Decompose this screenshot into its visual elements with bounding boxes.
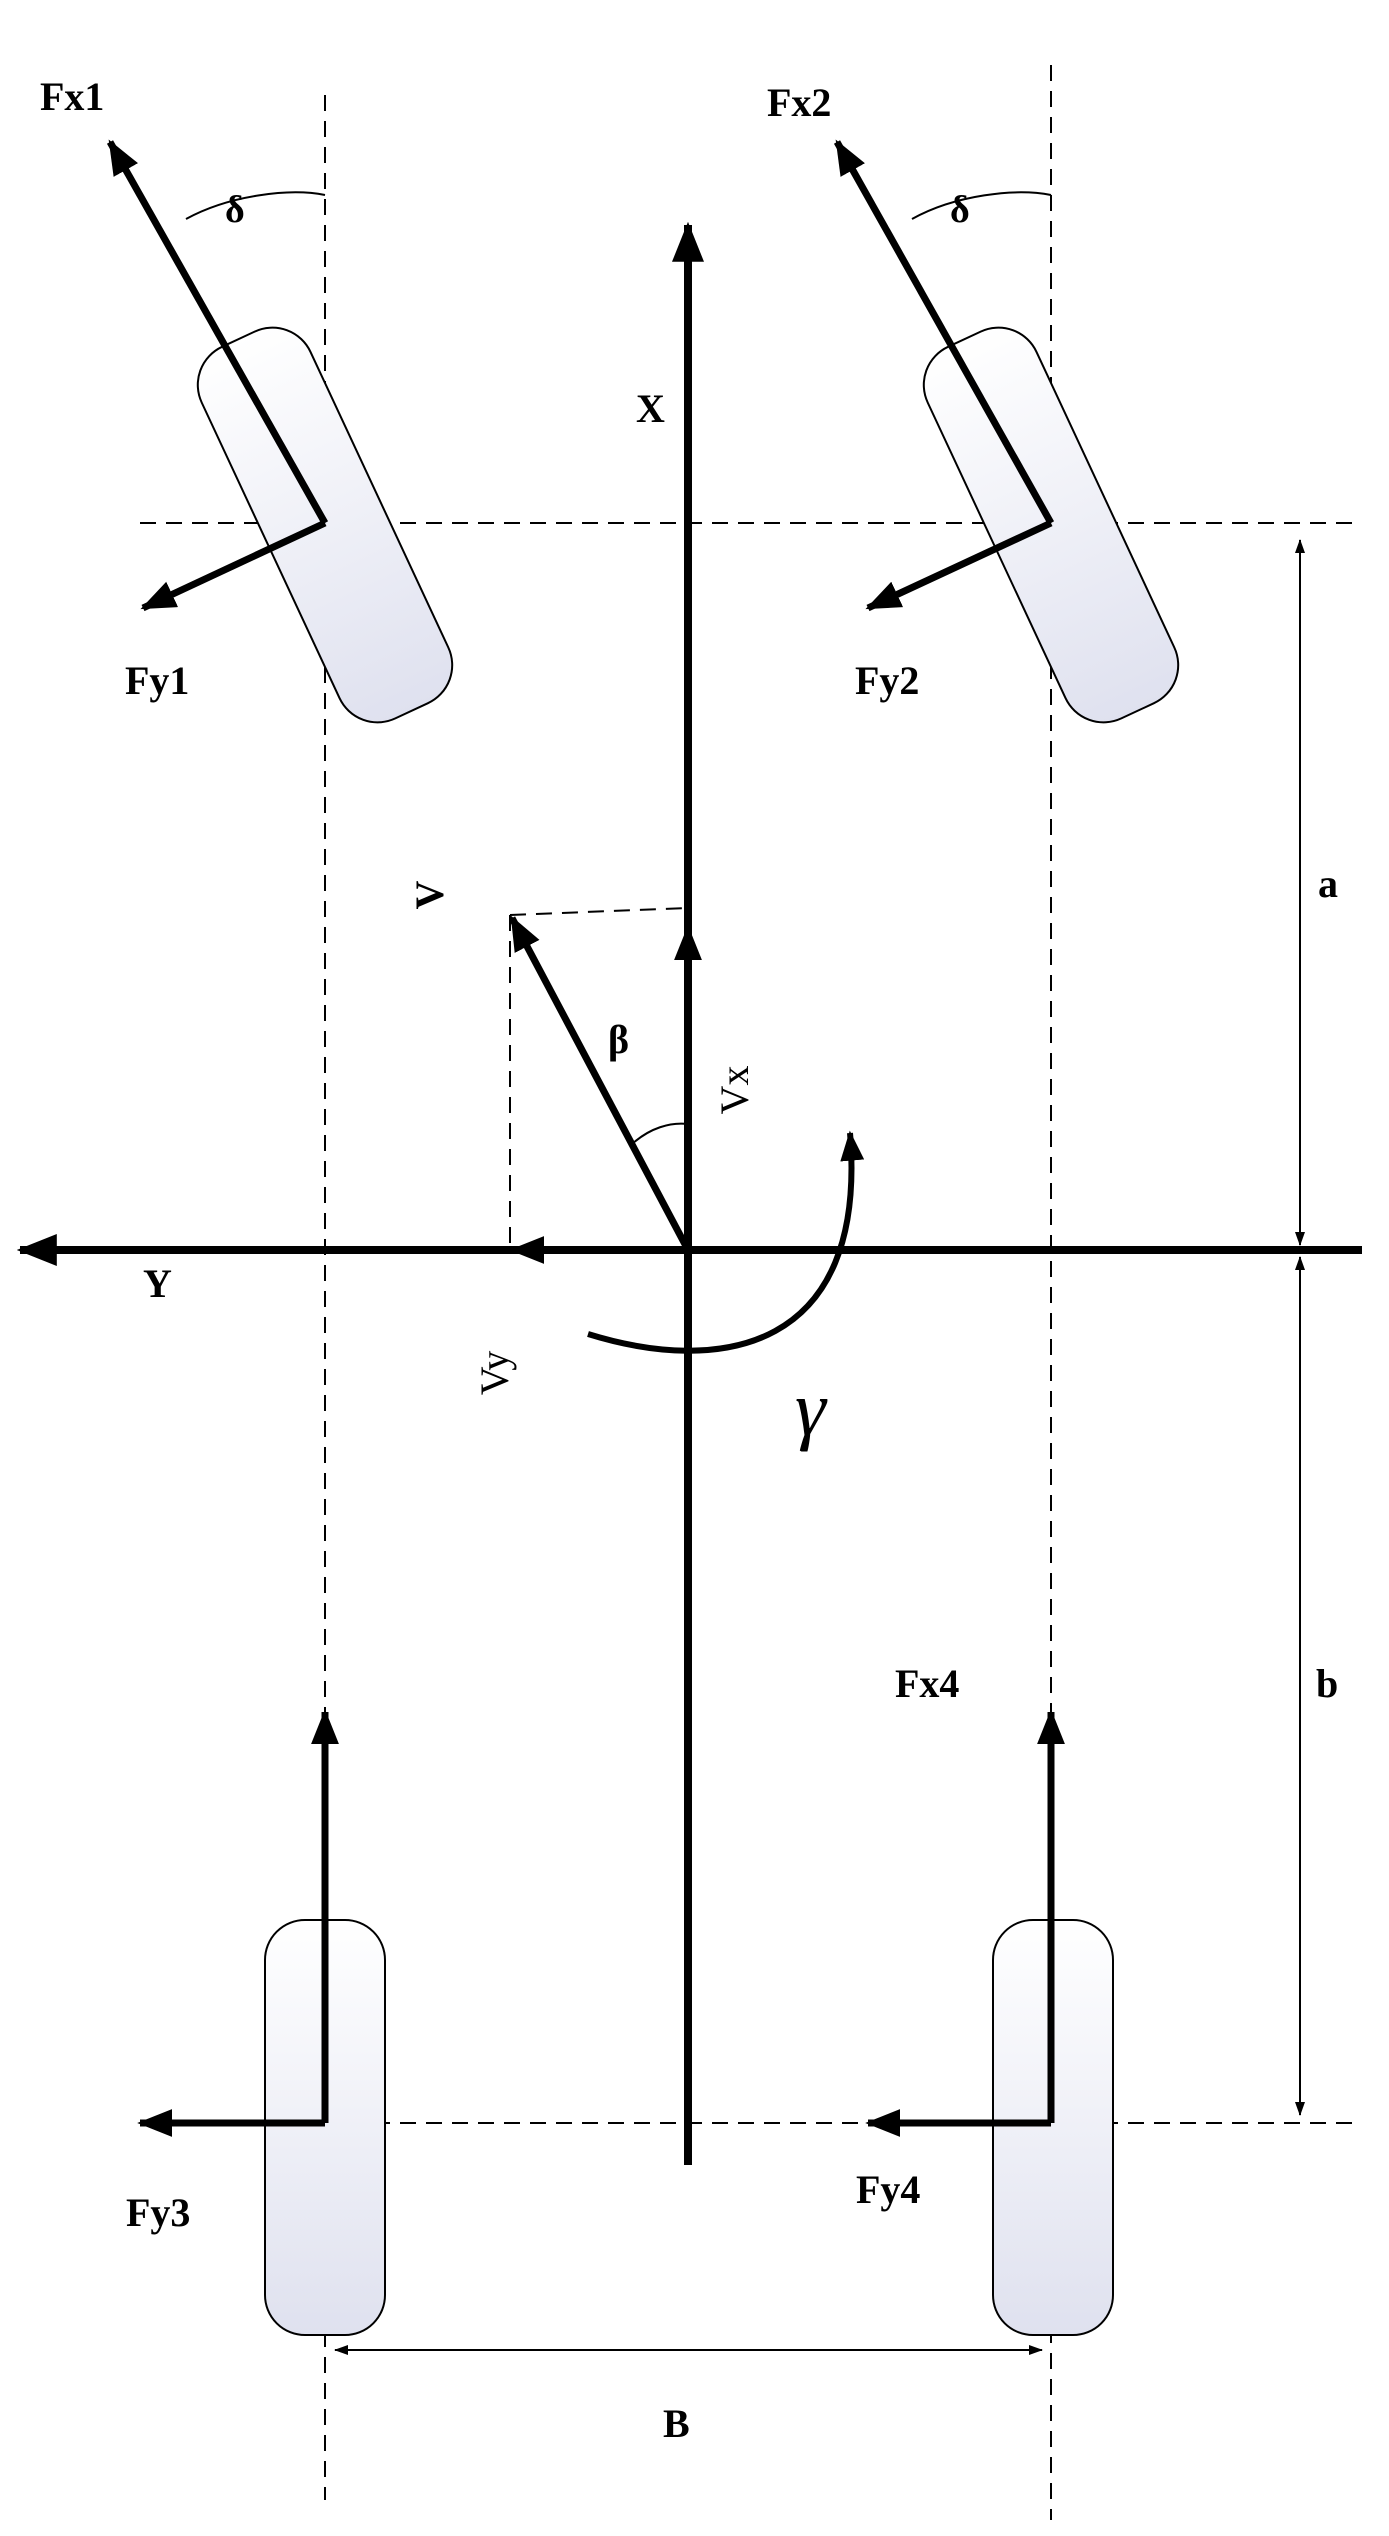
- label-fy4: Fy4: [856, 2167, 920, 2212]
- delta-left-arc: [185, 191, 326, 220]
- delta-right-arc: [911, 191, 1052, 220]
- label-delta-right: δ: [950, 189, 970, 231]
- label-x-axis: X: [636, 386, 665, 431]
- fy2-arrow: [865, 519, 1053, 612]
- label-vy: Vy: [472, 1351, 517, 1395]
- label-fy3: Fy3: [126, 2190, 190, 2235]
- label-dimension-a: a: [1318, 861, 1338, 906]
- beta-arc: [631, 1122, 689, 1145]
- label-dimension-track: B: [663, 2401, 690, 2446]
- label-dimension-b: b: [1316, 1661, 1338, 1706]
- label-v: V: [407, 880, 452, 909]
- label-vx: Vx: [712, 1066, 757, 1115]
- velocity-projection-horizontal: [509, 907, 689, 916]
- label-fx4: Fx4: [895, 1661, 959, 1706]
- label-fx2: Fx2: [767, 80, 831, 125]
- yaw-rate-arrow: [587, 1130, 865, 1354]
- label-gamma: γ: [795, 1365, 828, 1452]
- label-y-axis: Y: [143, 1261, 172, 1306]
- fy1-arrow: [140, 519, 327, 612]
- label-fy2: Fy2: [855, 658, 919, 703]
- label-fx1: Fx1: [40, 74, 104, 119]
- label-beta: β: [608, 1017, 629, 1062]
- fx1-arrow: [106, 139, 329, 525]
- label-delta-left: δ: [225, 189, 245, 231]
- label-fy1: Fy1: [125, 658, 189, 703]
- v-arrow: [508, 915, 692, 1252]
- fx2-arrow: [833, 139, 1055, 525]
